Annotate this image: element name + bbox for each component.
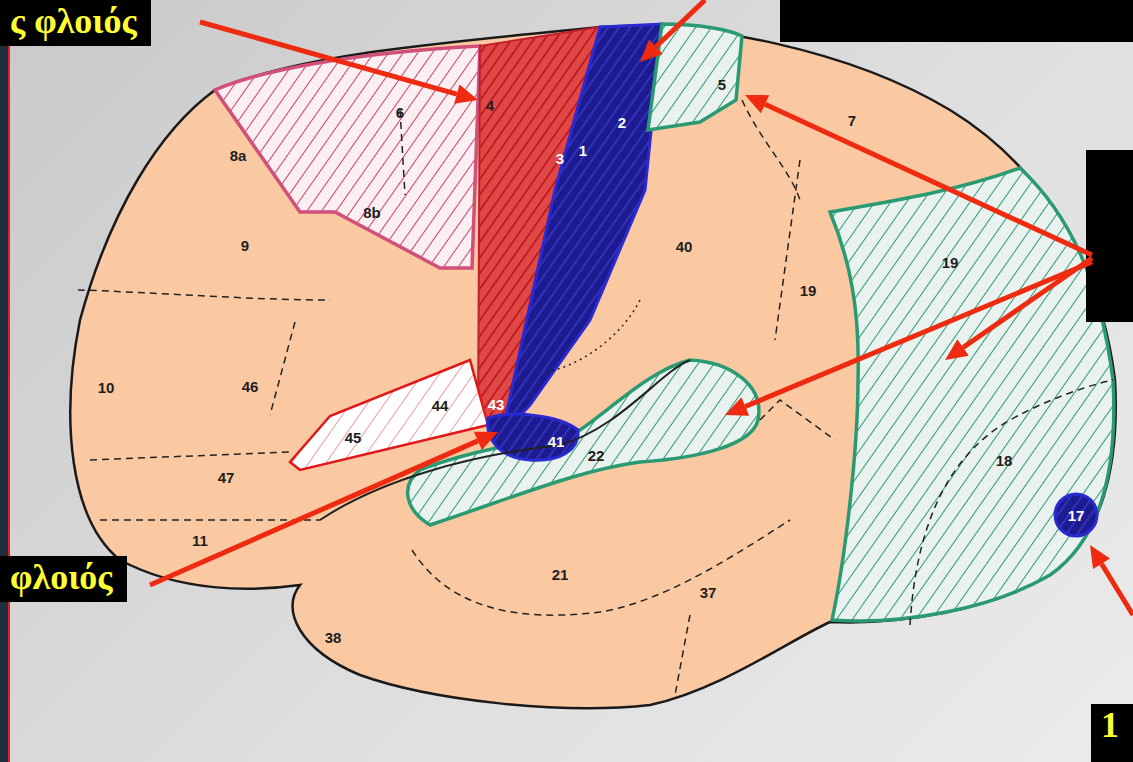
broca-area [290, 360, 488, 470]
area-number: 18 [996, 452, 1013, 469]
area-number: 1 [579, 142, 587, 159]
pointer-arrow [656, 0, 705, 47]
side-line [8, 0, 10, 762]
area-number: 4 [486, 97, 494, 114]
visual-association-area [830, 168, 1114, 621]
area-number: 45 [345, 429, 362, 446]
area-number: 44 [432, 397, 449, 414]
area-number: 6 [396, 104, 404, 121]
pointer-arrow [1102, 564, 1133, 615]
arrow-head [745, 95, 769, 113]
arrow-head [725, 397, 749, 415]
area-number: 11 [192, 532, 208, 549]
area-number: 5 [718, 76, 726, 93]
lateral-fissure [320, 360, 690, 520]
area-number: 47 [218, 469, 235, 486]
caption-text: 1 [1101, 705, 1123, 745]
area-number: 19 [800, 282, 817, 299]
arrow-head [640, 40, 663, 62]
area-number: 19 [942, 254, 959, 271]
pointer-arrows [150, 0, 1133, 615]
area-number: 21 [552, 566, 569, 583]
arrow-head [454, 84, 478, 103]
dotted-border [545, 300, 640, 372]
area-number: 2 [618, 114, 626, 131]
area-number: 8b [363, 204, 381, 221]
area-number: 9 [241, 237, 249, 254]
caption-text: ς φλοιός [10, 1, 141, 41]
visual-area [1055, 494, 1097, 536]
area-borders [78, 100, 1113, 695]
area-number: 7 [848, 112, 856, 129]
caption-box: ς φλοιός [0, 0, 151, 46]
caption-text: φλοιός [10, 557, 117, 597]
arrow-head [1090, 545, 1110, 569]
auditory-association-area [408, 360, 759, 525]
area-number: 10 [98, 379, 115, 396]
arrow-head [474, 432, 498, 450]
area-number: 37 [700, 584, 717, 601]
area-number: 22 [588, 447, 605, 464]
pointer-arrow [765, 104, 1092, 255]
pointer-arrow [745, 262, 1092, 407]
cut-box [1086, 150, 1133, 322]
pointer-arrow [200, 22, 457, 94]
area-number: 40 [676, 238, 693, 255]
area-number: 17 [1068, 507, 1085, 524]
arrow-head [945, 339, 969, 360]
caption-box: 1 [1091, 704, 1133, 762]
cut-box [780, 0, 1133, 42]
area-number: 41 [548, 433, 565, 450]
area-number: 46 [242, 378, 259, 395]
pointer-arrow [150, 441, 478, 585]
area-number: 43 [488, 396, 505, 413]
somatosensory-area [505, 24, 662, 428]
area-number: 3 [556, 150, 564, 167]
area-number: 8a [230, 147, 247, 164]
side-bar [0, 0, 9, 762]
area-number: 38 [325, 629, 342, 646]
caption-box: φλοιός [0, 556, 127, 602]
premotor-area [215, 46, 480, 268]
